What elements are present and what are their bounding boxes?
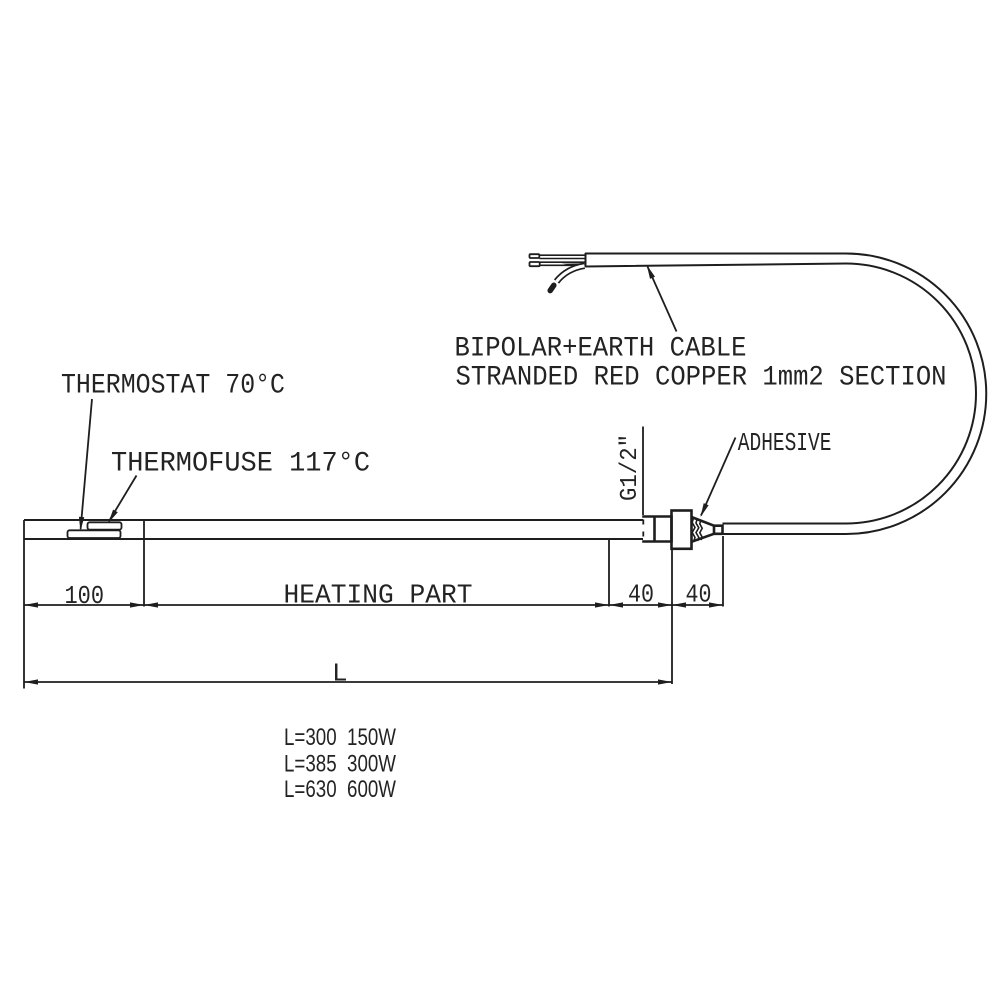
svg-text:40: 40	[628, 580, 654, 610]
svg-text:L=385 300W: L=385 300W	[284, 751, 396, 778]
svg-text:BIPOLAR+EARTH CABLE: BIPOLAR+EARTH CABLE	[455, 334, 747, 365]
svg-text:40: 40	[686, 580, 712, 610]
svg-text:100: 100	[65, 581, 105, 611]
svg-text:STRANDED RED COPPER 1mm2 SECTI: STRANDED RED COPPER 1mm2 SECTION	[456, 363, 947, 394]
svg-text:G1/2": G1/2"	[617, 434, 644, 501]
svg-text:ADHESIVE: ADHESIVE	[738, 428, 832, 458]
svg-text:THERMOFUSE 117°C: THERMOFUSE 117°C	[111, 449, 370, 480]
svg-text:L=630 600W: L=630 600W	[284, 776, 396, 803]
svg-text:HEATING PART: HEATING PART	[284, 582, 473, 612]
svg-text:THERMOSTAT 70°C: THERMOSTAT 70°C	[61, 371, 285, 402]
svg-text:L=300 150W: L=300 150W	[284, 724, 396, 751]
svg-text:L: L	[332, 659, 348, 689]
